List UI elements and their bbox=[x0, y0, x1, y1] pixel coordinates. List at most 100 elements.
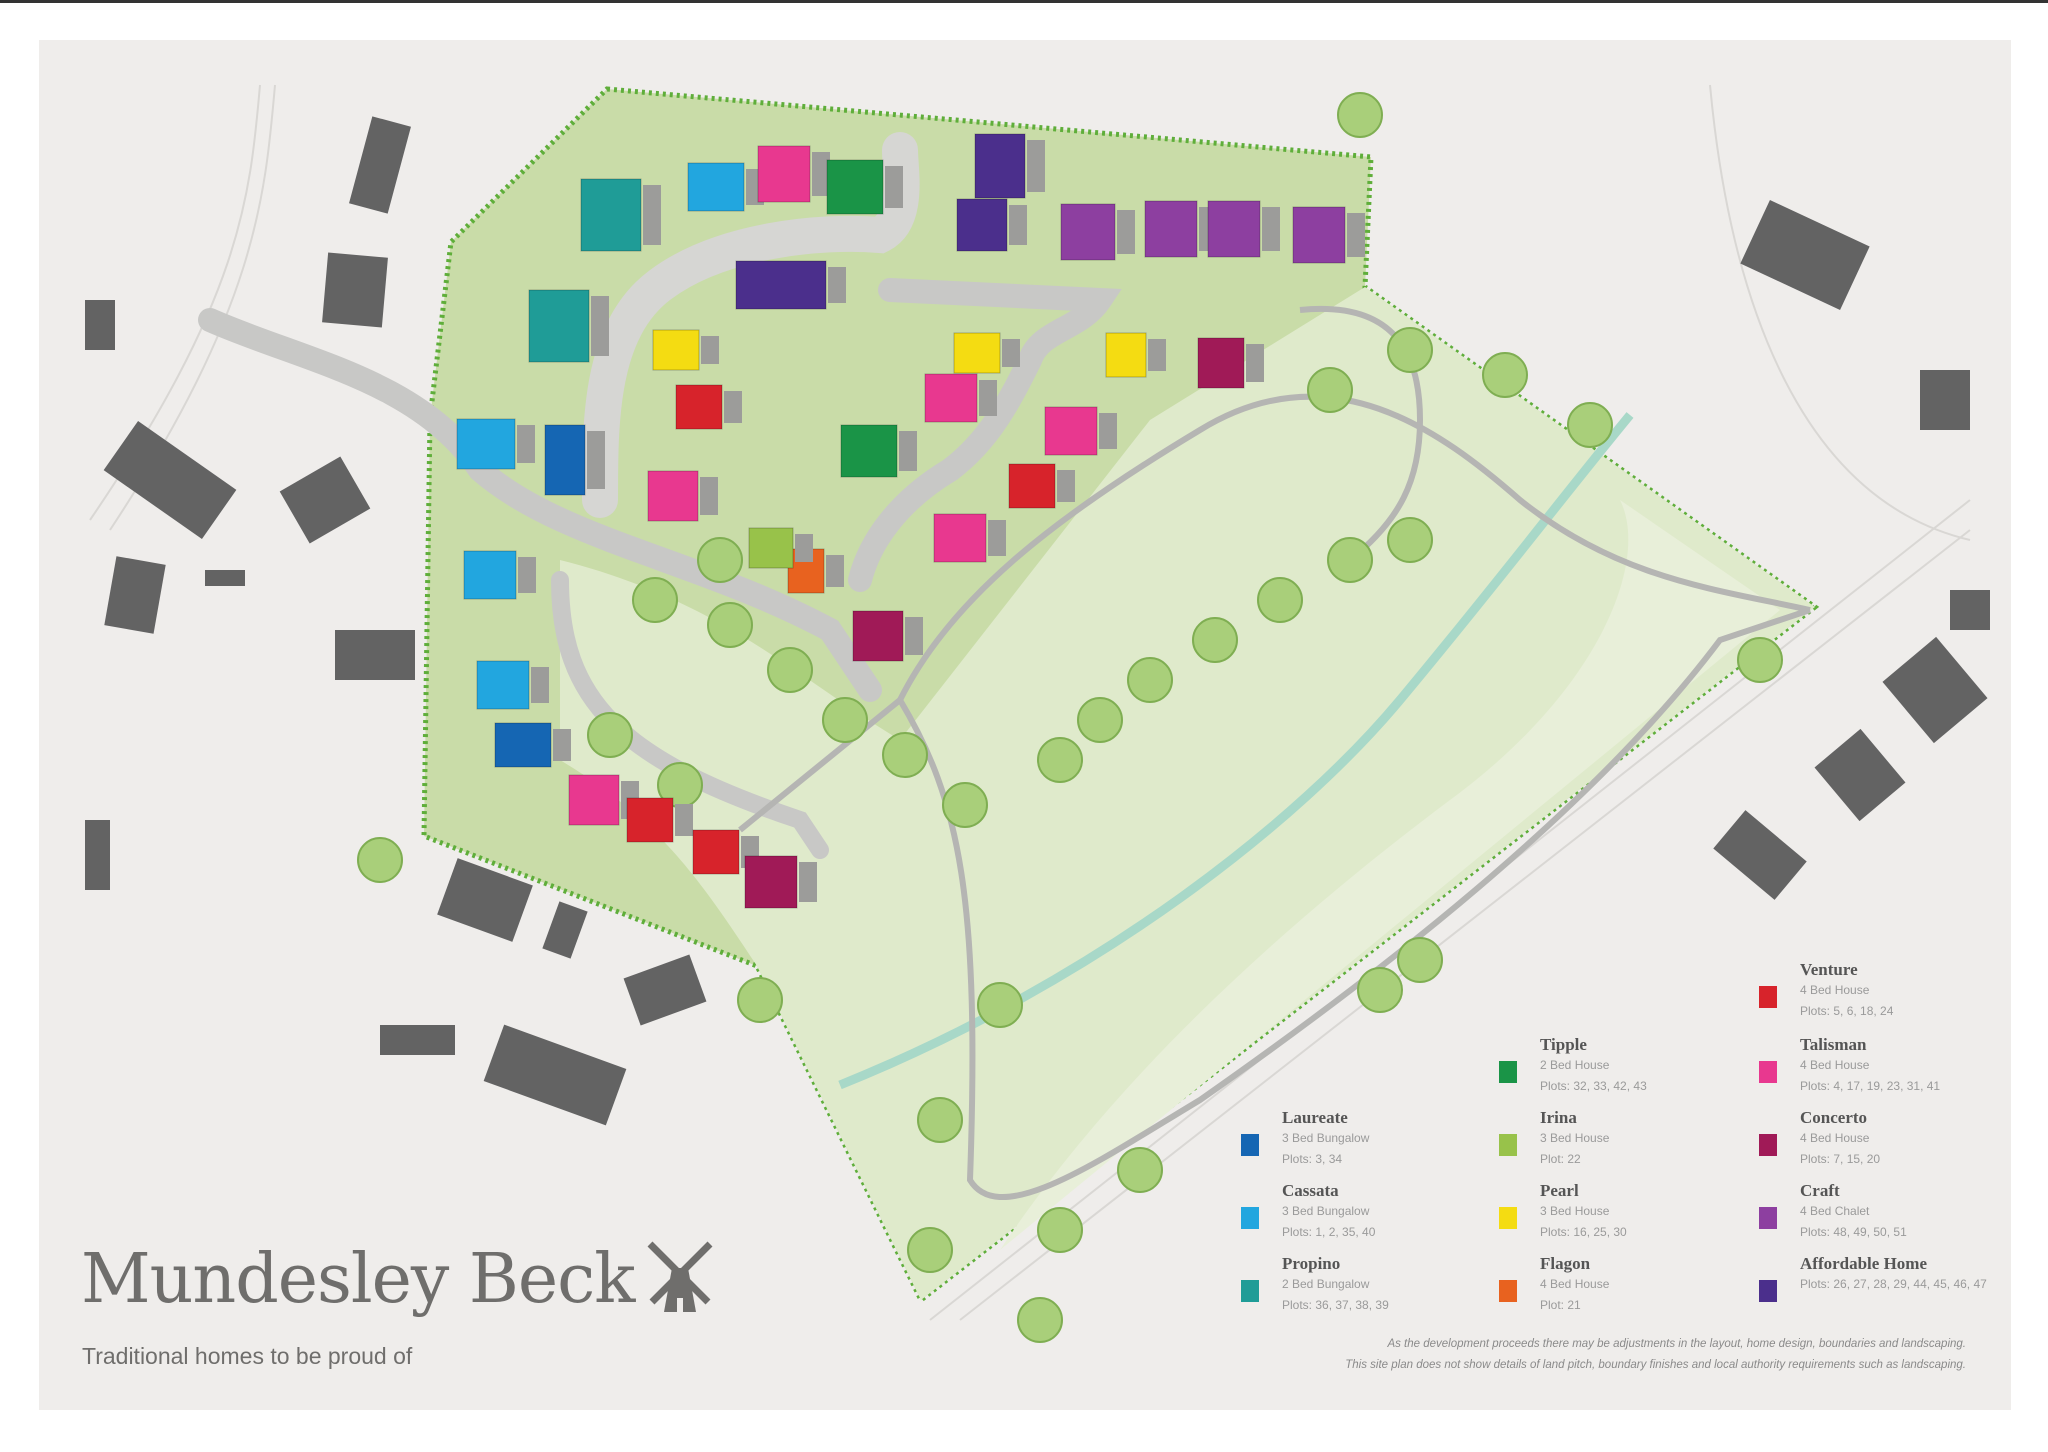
garage bbox=[885, 166, 903, 208]
house-talisman bbox=[933, 513, 987, 563]
legend-swatch bbox=[1241, 1207, 1259, 1229]
tree bbox=[1192, 617, 1238, 663]
legend-swatch bbox=[1499, 1207, 1517, 1229]
garage bbox=[518, 557, 536, 593]
legend-text: Craft 4 Bed Chalet Plots: 48, 49, 50, 51 bbox=[1800, 1181, 2000, 1243]
tree bbox=[707, 602, 753, 648]
house-type-name: Pearl bbox=[1540, 1181, 1579, 1200]
house-type-name: Tipple bbox=[1540, 1035, 1587, 1054]
house-pearl bbox=[1105, 332, 1147, 378]
tree bbox=[1257, 577, 1303, 623]
neighbouring-building bbox=[483, 1024, 627, 1126]
garage bbox=[1002, 339, 1020, 367]
house-type-plots: Plots: 48, 49, 50, 51 bbox=[1800, 1225, 1907, 1239]
garage bbox=[1117, 210, 1135, 254]
legend-text: Laureate 3 Bed Bungalow Plots: 3, 34 bbox=[1282, 1108, 1482, 1170]
neighbouring-building bbox=[1814, 728, 1906, 822]
legend-text: Affordable Home Plots: 26, 27, 28, 29, 4… bbox=[1800, 1254, 2000, 1295]
house-type-name: Flagon bbox=[1540, 1254, 1591, 1273]
house-pearl bbox=[652, 329, 700, 371]
house-concerto bbox=[1197, 337, 1245, 389]
house-type-description: 4 Bed House bbox=[1800, 983, 1870, 997]
garage bbox=[675, 804, 693, 836]
garage bbox=[1027, 140, 1045, 192]
tree bbox=[1397, 937, 1443, 983]
house-laureate bbox=[544, 424, 586, 496]
garage bbox=[795, 534, 813, 562]
garage bbox=[899, 431, 917, 471]
garage bbox=[1347, 213, 1365, 257]
house-type-name: Irina bbox=[1540, 1108, 1577, 1127]
top-border bbox=[0, 0, 2048, 3]
tree bbox=[1327, 537, 1373, 583]
house-type-description: 4 Bed House bbox=[1800, 1058, 1870, 1072]
house-concerto bbox=[852, 610, 904, 662]
house-type-plots: Plot: 21 bbox=[1540, 1298, 1581, 1312]
trees bbox=[357, 92, 1783, 1343]
house-venture bbox=[626, 797, 674, 843]
house-type-plots: Plots: 4, 17, 19, 23, 31, 41 bbox=[1800, 1079, 1941, 1093]
garage bbox=[724, 391, 742, 423]
garage bbox=[553, 729, 571, 761]
house-talisman bbox=[647, 470, 699, 522]
house-propino bbox=[528, 289, 590, 363]
house-type-plots: Plots: 1, 2, 35, 40 bbox=[1282, 1225, 1376, 1239]
house-venture bbox=[692, 829, 740, 875]
house-type-description: 3 Bed House bbox=[1540, 1131, 1610, 1145]
neighbouring-building bbox=[103, 421, 237, 539]
house-type-description: 4 Bed House bbox=[1540, 1277, 1610, 1291]
house-cassata bbox=[687, 162, 745, 212]
house-venture bbox=[1008, 463, 1056, 509]
tree bbox=[767, 647, 813, 693]
tree bbox=[1037, 1207, 1083, 1253]
tree bbox=[907, 1227, 953, 1273]
house-craft bbox=[1060, 203, 1116, 261]
windmill-icon bbox=[647, 1241, 713, 1312]
house-talisman bbox=[568, 774, 620, 826]
garage bbox=[988, 520, 1006, 556]
house-talisman bbox=[1044, 406, 1098, 456]
legend-swatch bbox=[1759, 1061, 1777, 1083]
house-type-description: 2 Bed Bungalow bbox=[1282, 1277, 1370, 1291]
house-type-plots: Plots: 26, 27, 28, 29, 44, 45, 46, 47 bbox=[1800, 1277, 1987, 1291]
garage bbox=[1262, 207, 1280, 251]
garage bbox=[1099, 413, 1117, 449]
tree bbox=[1117, 1147, 1163, 1193]
neighbouring-building bbox=[1713, 810, 1807, 900]
neighbouring-building bbox=[279, 456, 371, 544]
house-cassata bbox=[463, 550, 517, 600]
tree bbox=[822, 697, 868, 743]
legend-text: Flagon 4 Bed House Plot: 21 bbox=[1540, 1254, 1740, 1316]
garage bbox=[591, 296, 609, 356]
garage bbox=[643, 185, 661, 245]
house-craft bbox=[1207, 200, 1261, 258]
house-type-description: 4 Bed Chalet bbox=[1800, 1204, 1870, 1218]
legend-swatch bbox=[1499, 1134, 1517, 1156]
house-type-plots: Plot: 22 bbox=[1540, 1152, 1581, 1166]
house-type-description: 2 Bed House bbox=[1540, 1058, 1610, 1072]
tree bbox=[882, 732, 928, 778]
tree bbox=[977, 982, 1023, 1028]
tree bbox=[1387, 517, 1433, 563]
house-type-name: Laureate bbox=[1282, 1108, 1348, 1127]
garage bbox=[1057, 470, 1075, 502]
garage bbox=[979, 380, 997, 416]
footpaths bbox=[738, 305, 1811, 1200]
house-type-plots: Plots: 3, 34 bbox=[1282, 1152, 1343, 1166]
house-cassata bbox=[476, 660, 530, 710]
tree bbox=[1737, 637, 1783, 683]
garage bbox=[826, 555, 844, 587]
garage bbox=[517, 425, 535, 463]
neighbouring-building bbox=[1882, 636, 1988, 744]
house-irina bbox=[748, 527, 794, 569]
house-type-name: Concerto bbox=[1800, 1108, 1868, 1127]
house-type-description: 3 Bed House bbox=[1540, 1204, 1610, 1218]
garage bbox=[1148, 339, 1166, 371]
development-title: Mundesley Beck bbox=[81, 1240, 635, 1319]
house-craft bbox=[1144, 200, 1198, 258]
garage bbox=[1009, 205, 1027, 245]
tree bbox=[1387, 327, 1433, 373]
houses bbox=[456, 133, 1365, 909]
house-affordable-home bbox=[735, 260, 827, 310]
legend-text: Propino 2 Bed Bungalow Plots: 36, 37, 38… bbox=[1282, 1254, 1482, 1316]
